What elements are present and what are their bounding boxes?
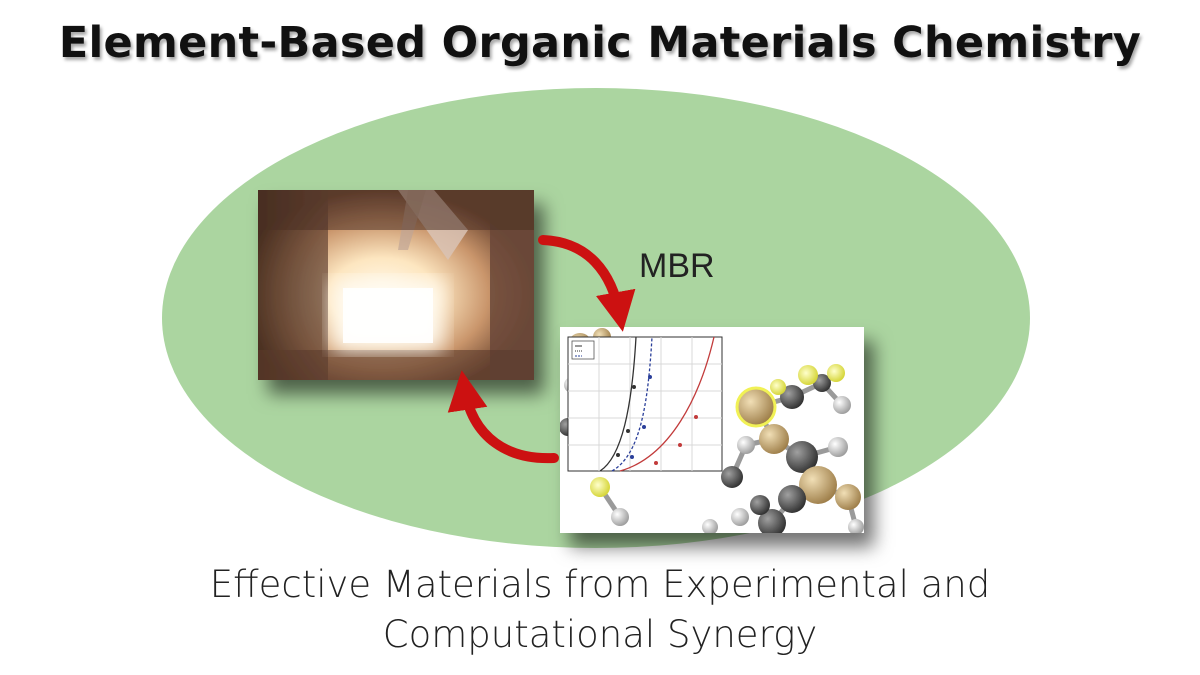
computation-panel (560, 327, 864, 533)
experiment-photo (258, 190, 534, 380)
caption: Effective Materials from Experimental an… (0, 560, 1200, 660)
mbr-label: MBR (639, 247, 715, 285)
page-title: Element-Based Organic Materials Chemistr… (58, 18, 1142, 68)
inset-graph (567, 336, 723, 472)
forward-arrow (538, 235, 636, 332)
return-arrow (447, 370, 559, 464)
caption-line-2: Computational Synergy (382, 613, 818, 656)
caption-line-1: Effective Materials from Experimental an… (209, 563, 991, 606)
